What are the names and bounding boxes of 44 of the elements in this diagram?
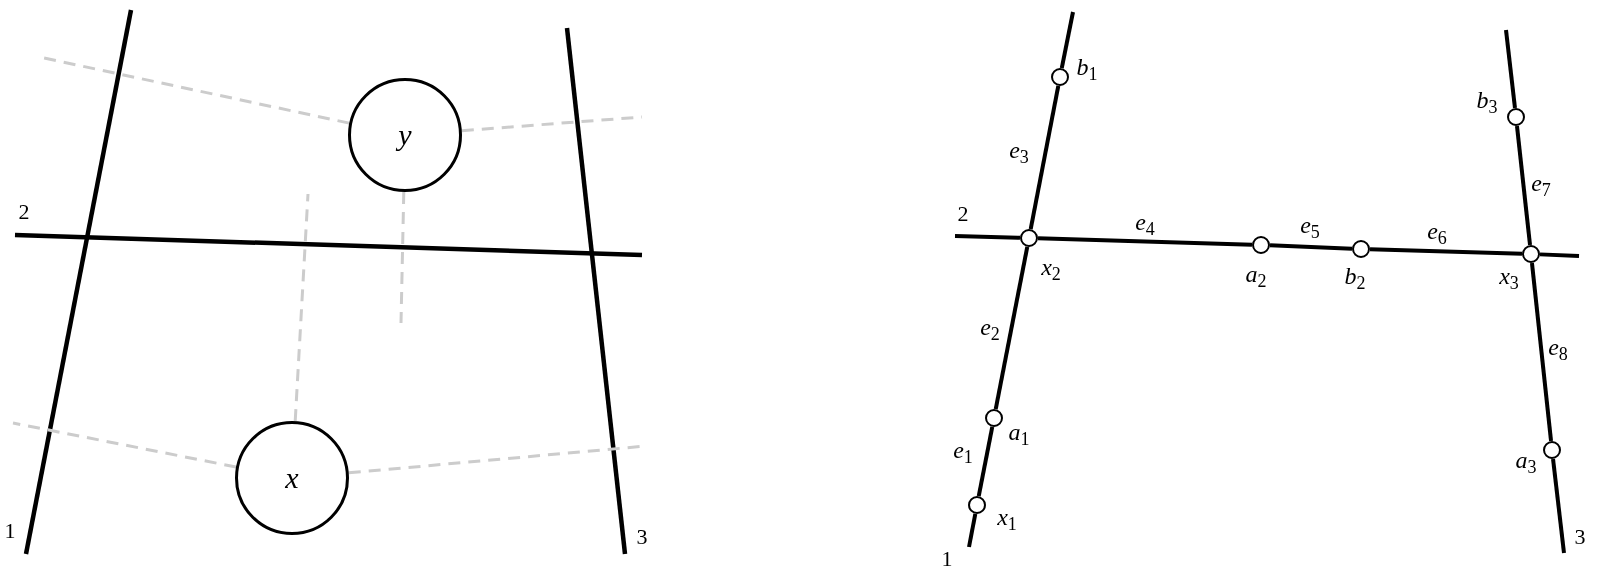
edge-line <box>1551 458 1566 554</box>
edge-line <box>1504 29 1517 109</box>
edge-line <box>1028 85 1061 230</box>
vertex-label: a$_{1}$ <box>1008 420 1030 444</box>
vertex-label: x$_{2}$ <box>1041 255 1061 279</box>
edge-label: e$_{8}$ <box>1548 335 1568 359</box>
dashed-line <box>293 193 310 422</box>
node-label: x <box>285 463 299 493</box>
edge-label: e$_{2}$ <box>980 315 1000 339</box>
edge-line <box>1037 236 1253 247</box>
edge-line <box>993 246 1030 410</box>
edge-label: e$_{5}$ <box>1300 213 1320 237</box>
edge-label: e$_{1}$ <box>953 438 973 462</box>
line-number: 1 <box>4 520 16 542</box>
line-number: 3 <box>1574 526 1586 548</box>
node-label: y <box>398 120 412 150</box>
vertex-label: a$_{2}$ <box>1245 262 1267 286</box>
vertex-label: b$_{3}$ <box>1476 88 1498 112</box>
vertex-label: x$_{1}$ <box>997 505 1017 529</box>
edge-line <box>954 234 1021 240</box>
edge-label: e$_{7}$ <box>1531 171 1551 195</box>
edge-line <box>967 513 978 548</box>
dashed-line <box>399 191 406 324</box>
edge-line <box>1369 247 1523 256</box>
edge-line <box>1059 11 1075 69</box>
edge-line <box>1515 125 1532 246</box>
line-number: 2 <box>18 201 30 223</box>
dashed-line <box>12 421 237 469</box>
edge-line <box>1529 262 1554 442</box>
vertex-label: x$_{3}$ <box>1499 264 1519 288</box>
edge-label: e$_{6}$ <box>1427 219 1447 243</box>
line-number: 3 <box>636 526 648 548</box>
dashed-line <box>461 115 643 133</box>
vertex-label: a$_{3}$ <box>1515 448 1537 472</box>
dashed-line <box>43 56 350 125</box>
edge-line <box>976 426 995 497</box>
vertex-label: b$_{2}$ <box>1344 264 1366 288</box>
line-number: 1 <box>941 548 953 570</box>
edge-label: e$_{3}$ <box>1009 138 1029 162</box>
edge-line <box>1539 252 1580 258</box>
line-number: 2 <box>957 203 969 225</box>
vertex-label: b$_{1}$ <box>1076 55 1098 79</box>
edge-line <box>1269 243 1353 251</box>
edge-label: e$_{4}$ <box>1135 210 1155 234</box>
